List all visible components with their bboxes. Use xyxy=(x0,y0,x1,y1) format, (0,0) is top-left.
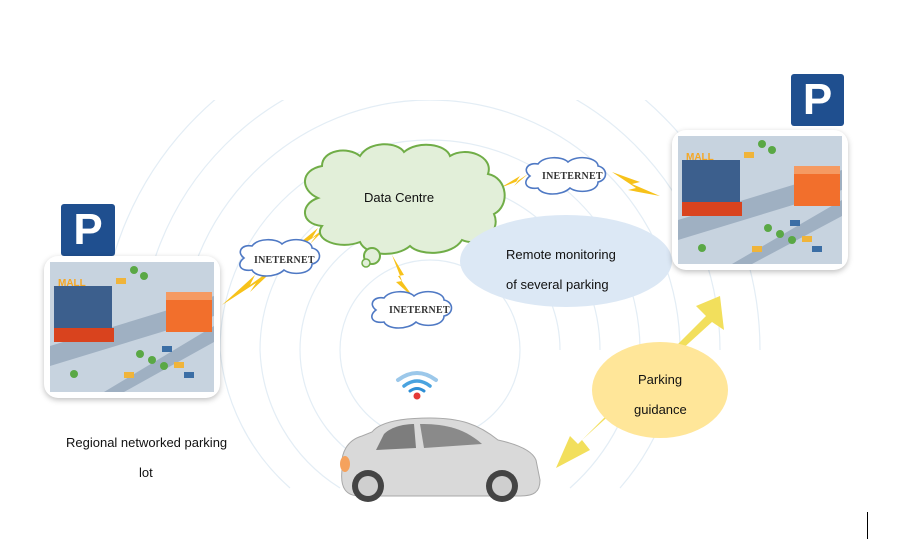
internet-link-label: INETERNET xyxy=(254,255,315,266)
remote-parking-lot-image: MALL xyxy=(672,130,848,270)
parking-sign-letter: P xyxy=(802,75,833,124)
data-centre-label: Data Centre xyxy=(364,190,435,205)
internet-link-label: INETERNET xyxy=(542,171,603,182)
car-icon xyxy=(340,417,541,502)
data-centre-cloud-icon xyxy=(304,143,506,268)
parking-sign-letter: P xyxy=(73,205,103,254)
mall-sign: MALL xyxy=(686,152,714,163)
internet-cloud-icon xyxy=(239,156,607,329)
lightning-bolt-icon xyxy=(392,255,414,298)
lightning-bolt-icon xyxy=(500,172,660,196)
parking-guidance-line2: guidance xyxy=(634,402,687,417)
parking-sign-icon: P xyxy=(791,74,844,126)
parking-guidance-bubble xyxy=(592,342,728,438)
parking-lot-illustration xyxy=(678,136,842,264)
remote-monitoring-line1: Remote monitoring xyxy=(506,247,616,262)
wifi-signal-icon xyxy=(396,371,438,400)
mall-sign: MALL xyxy=(58,278,86,289)
internet-link-label: INETERNET xyxy=(389,305,450,316)
regional-parking-lot-image: MALL xyxy=(44,256,220,398)
remote-monitoring-line2: of several parking xyxy=(506,277,609,292)
parking-sign-icon: P xyxy=(61,204,115,256)
regional-lot-line2: lot xyxy=(139,465,153,480)
parking-guidance-line1: Parking xyxy=(638,372,683,387)
parking-lot-illustration xyxy=(50,262,214,392)
remote-monitoring-bubble xyxy=(460,215,672,307)
text-cursor xyxy=(867,512,868,539)
regional-lot-line1: Regional networked parking xyxy=(66,435,228,450)
